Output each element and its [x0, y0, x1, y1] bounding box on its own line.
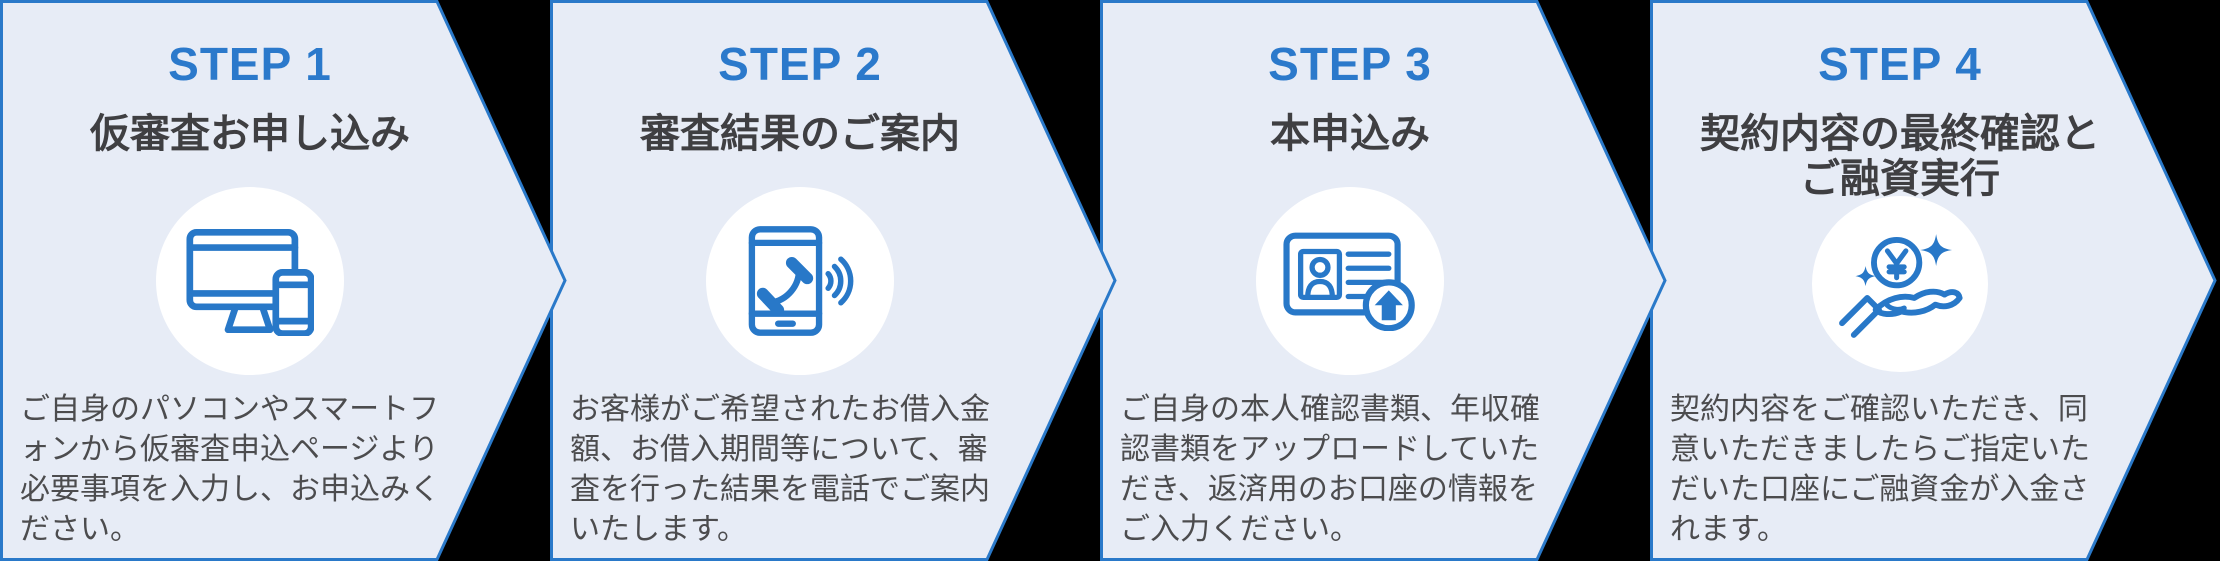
step-panel-1: STEP 1 仮審査お申し込み ご自身のパソコンやスマートフォンから仮審査申込ペ… [0, 0, 500, 561]
step-panel-2: STEP 2 審査結果のご案内 お客様がご希望されたお借入金額、お借入期間等につ… [550, 0, 1050, 561]
step-title: 審査結果のご案内 [640, 112, 960, 156]
step-panel-4: STEP 4 契約内容の最終確認と ご融資実行 契約内容をご確認いただき、同意い… [1650, 0, 2150, 561]
step-label: STEP 2 [718, 38, 882, 90]
id-card-upload-icon [1283, 232, 1415, 331]
step-description: お客様がご希望されたお借入金額、お借入期間等について、審査を行った結果を電話でご… [570, 393, 990, 546]
step-title: 契約内容の最終確認と ご融資実行 [1700, 112, 2100, 201]
step-description: ご自身の本人確認書類、年収確認書類をアップロードしていただき、返済用のお口座の情… [1120, 393, 1540, 546]
step-label: STEP 4 [1818, 38, 1982, 90]
step-label: STEP 3 [1268, 38, 1432, 90]
step-icon-circle [1812, 196, 1988, 372]
step-description: ご自身のパソコンやスマートフォンから仮審査申込ページより必要事項を入力し、お申込… [20, 393, 440, 546]
step-icon-circle [706, 187, 894, 375]
step-description: 契約内容をご確認いただき、同意いただきましたらご指定いただいた口座にご融資金が入… [1670, 393, 2090, 546]
step-icon-circle [1256, 187, 1444, 375]
hand-yen-coin-icon [1839, 233, 1963, 338]
step-title: 仮審査お申し込み [90, 112, 410, 156]
step-title: 本申込み [1270, 112, 1430, 156]
step-icon-circle [156, 187, 344, 375]
pc-smartphone-icon [186, 228, 314, 336]
phone-ring-icon [748, 226, 854, 336]
step-label: STEP 1 [168, 38, 332, 90]
step-panel-3: STEP 3 本申込み ご自身の本人確認書類、年収確認書類をアップロードしていた… [1100, 0, 1600, 561]
